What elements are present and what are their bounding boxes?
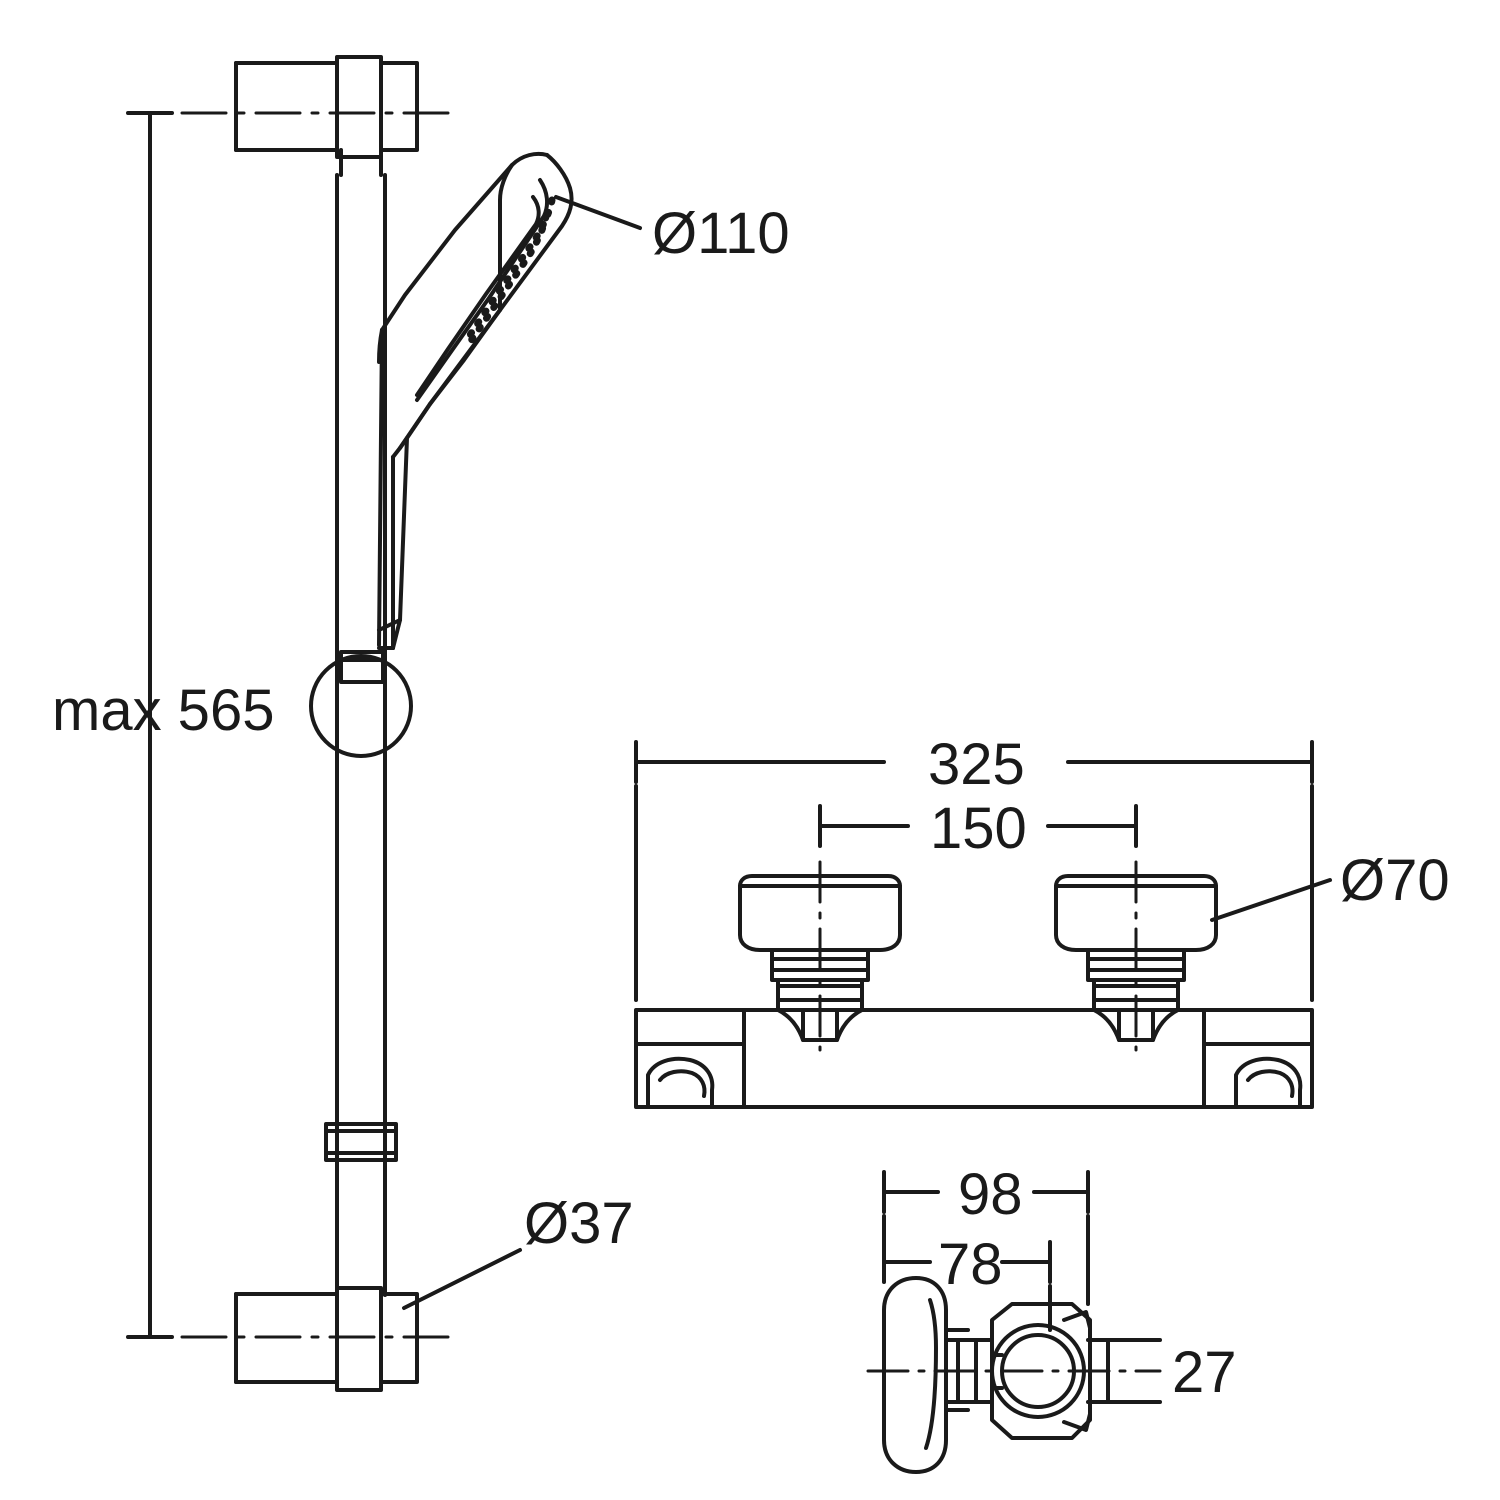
rail-bottom-bracket <box>234 1286 419 1392</box>
label-98: 98 <box>958 1162 1023 1227</box>
label-150: 150 <box>930 796 1027 861</box>
bar-mixer-side-body <box>882 1276 1092 1474</box>
rail-tube <box>335 173 387 1297</box>
bar-mixer-body <box>634 1008 1314 1109</box>
label-78: 78 <box>938 1232 1003 1297</box>
rail-top-neck <box>339 148 383 177</box>
dim-325 <box>634 740 1314 1002</box>
rail-slider-holder <box>309 650 413 758</box>
label-27: 27 <box>1172 1340 1237 1405</box>
leader-dia-70 <box>1210 878 1332 922</box>
handle-centrelines <box>818 860 1138 1052</box>
dim-150 <box>818 804 1138 848</box>
label-325: 325 <box>928 732 1025 797</box>
shower-handset <box>377 151 574 650</box>
leader-dia-37 <box>402 1248 522 1310</box>
label-dia-37: Ø37 <box>524 1191 634 1256</box>
label-dia-70: Ø70 <box>1340 848 1450 913</box>
rail-lower-collar <box>324 1122 398 1162</box>
label-dia-110: Ø110 <box>652 201 790 266</box>
bracket-centrelines <box>180 111 457 1339</box>
dim-max-565 <box>126 111 174 1339</box>
mixer-wall-unions <box>646 1056 1303 1109</box>
dim-27 <box>1086 1338 1162 1404</box>
rail-top-bracket <box>234 55 419 159</box>
label-max-565: max 565 <box>52 678 274 743</box>
dim-78 <box>882 1240 1052 1332</box>
leader-dia-110 <box>554 195 642 230</box>
